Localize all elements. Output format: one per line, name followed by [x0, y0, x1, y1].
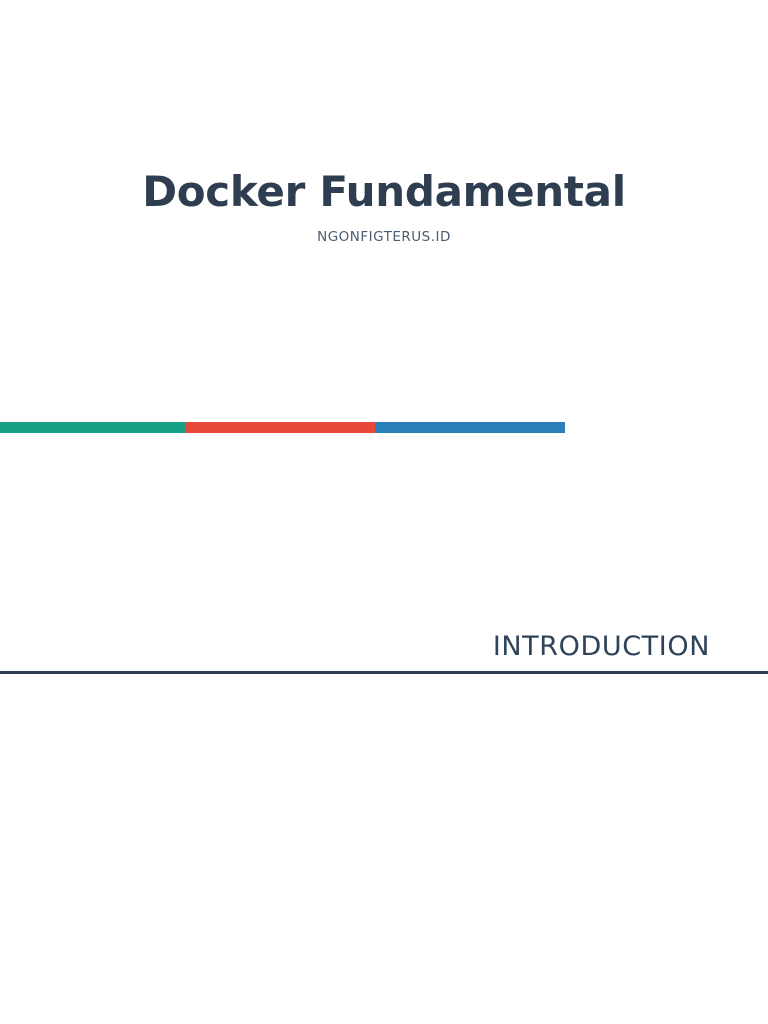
- page-title: Docker Fundamental: [142, 167, 626, 216]
- section-heading-introduction: INTRODUCTION: [492, 631, 710, 662]
- slide-title: Docker Fundamental NGONFIGTERUS.ID INTRO…: [0, 167, 768, 675]
- page-subtitle: NGONFIGTERUS.ID: [317, 229, 451, 246]
- title-block: Docker Fundamental NGONFIGTERUS.ID: [0, 168, 768, 245]
- slide-about: Tentang Ngonfigterus.id: [0, 674, 768, 1024]
- section-divider-dark: [0, 671, 768, 675]
- accent-bar-top: [0, 422, 565, 433]
- accent-segment-green: [0, 422, 186, 433]
- accent-segment-red: [186, 422, 375, 433]
- accent-segment-blue: [375, 422, 565, 433]
